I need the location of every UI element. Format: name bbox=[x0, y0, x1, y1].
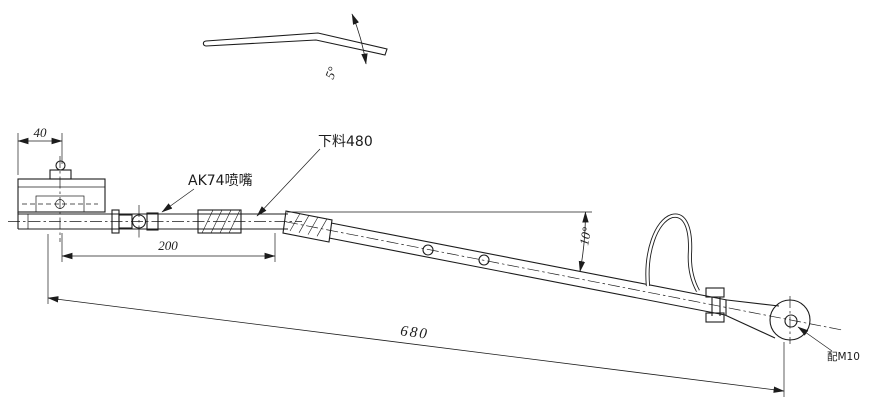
shaft-top-edge bbox=[330, 222, 728, 301]
sleeve-right-outline bbox=[282, 210, 333, 243]
coupling-sleeve-right bbox=[282, 210, 333, 243]
nozzle-fitting bbox=[111, 205, 159, 238]
dim40-label: 40 bbox=[34, 125, 48, 140]
angle-arc bbox=[578, 211, 589, 273]
sleeve-left-hatch bbox=[201, 209, 241, 234]
main-assembly-view: 10° 40 200 680 AK74喷嘴 bbox=[8, 125, 860, 397]
bend-angle-label: 10° bbox=[576, 226, 594, 247]
dim200-label: 200 bbox=[158, 238, 178, 253]
lance-centerline bbox=[285, 221, 843, 331]
bracket-knob-dome bbox=[55, 160, 66, 171]
blank-length-callout: 下料480 bbox=[256, 134, 373, 217]
tip-blade-outline bbox=[202, 32, 388, 56]
handle-hook bbox=[645, 213, 700, 293]
nozzle-callout: AK74喷嘴 bbox=[161, 173, 253, 213]
sleeve-right-hatch bbox=[289, 213, 328, 237]
bracket-inner-block bbox=[35, 195, 85, 213]
m10-callout: 配M10 bbox=[797, 326, 860, 363]
blank-length-leader bbox=[256, 148, 321, 217]
shaft-hole-1 bbox=[422, 244, 434, 256]
nozzle-collar bbox=[146, 212, 159, 231]
tip-detail-view: 5° bbox=[202, 13, 388, 81]
dimension-200: 200 bbox=[61, 233, 276, 262]
nozzle-callout-label: AK74喷嘴 bbox=[188, 173, 253, 189]
endpiece-bottom-flare bbox=[724, 314, 776, 339]
sleeve-left-outline bbox=[197, 209, 242, 234]
nozzle-callout-leader bbox=[161, 188, 195, 213]
blank-length-label: 下料480 bbox=[318, 134, 373, 150]
bracket-body bbox=[17, 178, 106, 213]
shaft-bottom-edge bbox=[328, 237, 726, 316]
dim680-line bbox=[47, 296, 785, 393]
dimension-40: 40 bbox=[17, 125, 63, 175]
endpiece-top-flare bbox=[726, 299, 780, 307]
m10-label: 配M10 bbox=[827, 351, 860, 363]
shaft-hole-2 bbox=[478, 254, 490, 266]
end-ball-hole bbox=[784, 314, 798, 328]
lance-tube bbox=[17, 212, 288, 230]
tip-angle-label: 5° bbox=[322, 65, 340, 81]
coupling-sleeve-left bbox=[197, 209, 242, 234]
end-piece bbox=[724, 296, 811, 344]
dimension-680: 680 bbox=[47, 234, 785, 397]
dim680-label: 680 bbox=[399, 323, 429, 342]
m10-leader bbox=[797, 326, 833, 352]
tip-angle-arc bbox=[351, 13, 368, 65]
hook-rod-inner bbox=[646, 214, 700, 292]
bend-angle-dimension: 10° bbox=[287, 211, 594, 273]
pump-bracket bbox=[17, 160, 106, 213]
bracket-knob bbox=[49, 169, 72, 180]
clamp-top-nut bbox=[705, 287, 725, 298]
